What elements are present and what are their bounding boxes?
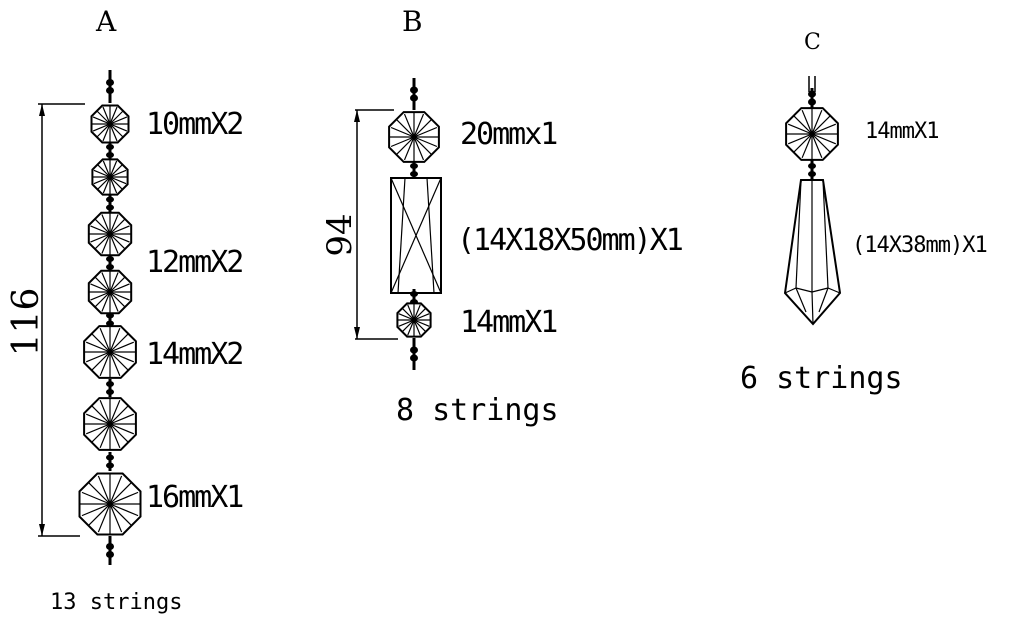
strand-b-drawing: [354, 78, 442, 370]
strand-b-label-14mm: 14mmX1: [460, 305, 558, 340]
dimension-line: [354, 110, 360, 339]
octagon-bead: [91, 158, 129, 196]
octagon-bead: [78, 472, 142, 536]
octagon-bead: [396, 302, 432, 338]
octagon-bead: [90, 104, 130, 144]
strand-a-count: 13 strings: [50, 590, 183, 615]
end-cap: [808, 88, 816, 108]
strand-c-drawing: [783, 76, 842, 326]
strand-c-label-icicle: (14X38mm)X1: [852, 233, 988, 258]
end-cap: [106, 70, 114, 103]
strand-c-count: 6 strings: [740, 361, 903, 396]
strand-b-count: 8 strings: [396, 393, 559, 428]
strand-b-dimension-label: 94: [320, 213, 360, 257]
strand-a-drawing: [38, 70, 142, 565]
octagon-bead: [87, 269, 133, 315]
strand-a-label-14mm: 14mmX2: [146, 337, 244, 372]
dimension-line: [39, 104, 45, 536]
octagon-bead: [87, 211, 133, 257]
bead-connector: [808, 161, 816, 179]
octagon-bead: [388, 111, 440, 163]
icicle-drop: [783, 179, 842, 326]
rectangular-prism: [390, 177, 442, 294]
strand-b-title: B: [402, 5, 423, 38]
bead-connector: [106, 194, 114, 213]
end-cap: [410, 78, 418, 110]
strand-a-dimension-label: 116: [6, 287, 47, 357]
bead-connector: [106, 142, 114, 160]
strand-c-title: C: [804, 30, 821, 55]
strand-b-label-prism: (14X18X50mm)X1: [457, 223, 684, 258]
bead-connector: [106, 379, 114, 397]
octagon-bead: [83, 397, 137, 451]
bead-connector: [410, 161, 418, 179]
end-cap: [106, 536, 114, 565]
bead-connector: [106, 254, 114, 272]
strand-b-label-20mm: 20mmx1: [460, 117, 558, 152]
end-cap: [410, 338, 418, 370]
strand-a-title: A: [96, 5, 117, 38]
octagon-bead: [785, 107, 839, 161]
strand-a-label-16mm: 16mmX1: [146, 480, 244, 515]
strand-c-label-14mm: 14mmX1: [865, 119, 939, 144]
bead-connector: [106, 452, 114, 471]
strand-a-label-10mm: 10mmX2: [146, 107, 244, 142]
octagon-bead: [83, 325, 137, 379]
strand-a-label-12mm: 12mmX2: [146, 245, 244, 280]
